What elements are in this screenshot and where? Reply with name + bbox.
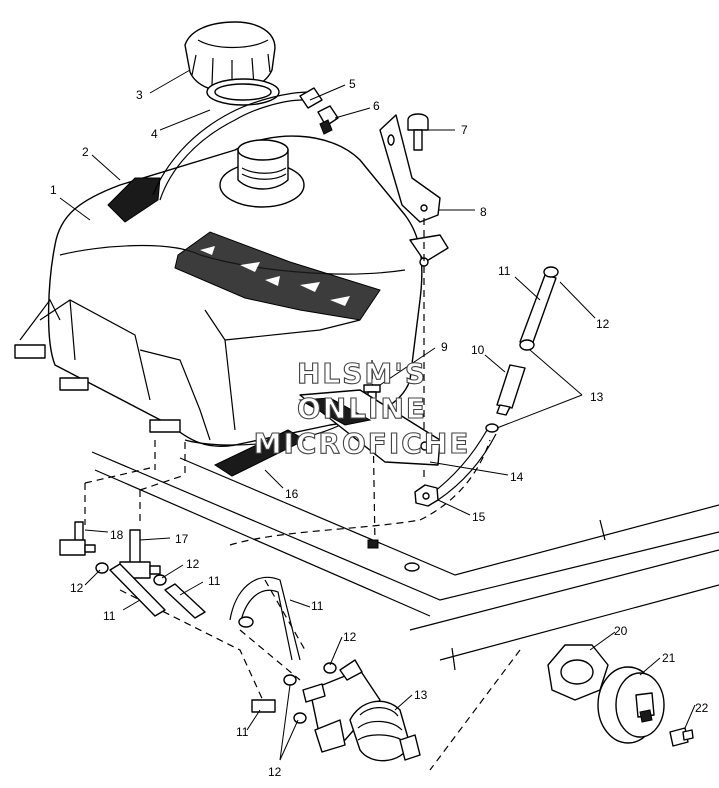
- fuel-hoses-lower-left: [109, 563, 301, 713]
- callout-1: 1: [50, 183, 57, 197]
- watermark-line-1: HLSM'S: [297, 357, 427, 390]
- callout-13-upper: 13: [590, 390, 604, 404]
- cap-retainer: [547, 644, 609, 701]
- fuel-hose-upper: [519, 266, 559, 351]
- callout-22: 22: [695, 701, 709, 715]
- mounting-bracket: [379, 114, 441, 223]
- callout-11-left: 11: [103, 609, 116, 623]
- bolt: [407, 113, 429, 151]
- callout-11-bottom: 11: [236, 725, 249, 739]
- leader-lines: [59, 69, 696, 761]
- callout-20: 20: [614, 624, 628, 638]
- gauge-screw: [669, 727, 694, 747]
- callout-7: 7: [461, 123, 468, 137]
- callout-10: 10: [471, 343, 485, 357]
- callout-11-upper: 11: [498, 264, 511, 278]
- callout-3: 3: [136, 88, 143, 102]
- callout-12-mid: 12: [186, 557, 200, 571]
- callout-2: 2: [82, 145, 89, 159]
- nut: [414, 484, 439, 507]
- vent-fitting: [317, 105, 339, 135]
- watermark-line-3: MICROFICHE: [254, 427, 471, 460]
- fuel-filter: [496, 364, 526, 416]
- callout-labels: 1 2 3 4 5 6 7 8 9 10 11 12 13 14 15 16 1…: [50, 77, 709, 779]
- callout-12-valve: 12: [343, 630, 357, 644]
- fuel-fitting-18: [59, 521, 96, 556]
- tank-strap: [298, 389, 441, 466]
- callout-15: 15: [472, 510, 486, 524]
- callout-4: 4: [151, 127, 158, 141]
- watermark-line-2: ONLINE: [297, 392, 427, 425]
- fuel-tank: [14, 135, 449, 447]
- callout-12-left: 12: [70, 581, 84, 595]
- callout-5: 5: [349, 77, 356, 91]
- callout-12-bottom: 12: [268, 765, 282, 779]
- callout-12-upper: 12: [596, 317, 610, 331]
- callout-16: 16: [285, 487, 299, 501]
- cap-gasket: [206, 78, 280, 106]
- callout-11-right: 11: [311, 599, 324, 613]
- frame-rails: [91, 451, 719, 671]
- callout-17: 17: [175, 532, 189, 546]
- callout-6: 6: [373, 99, 380, 113]
- callout-21: 21: [662, 651, 676, 665]
- callout-18: 18: [110, 528, 124, 542]
- fuel-valve: [302, 659, 421, 762]
- vent-hose: [152, 87, 323, 201]
- tank-pad: [213, 429, 307, 477]
- callout-8: 8: [480, 205, 487, 219]
- callout-11-mid: 11: [208, 574, 221, 588]
- watermark: HLSM'S ONLINE MICROFICHE: [253, 356, 471, 460]
- callout-9: 9: [441, 340, 448, 354]
- callout-14: 14: [510, 470, 524, 484]
- callout-13-valve: 13: [414, 688, 428, 702]
- fuel-gauge-cap: [597, 666, 665, 744]
